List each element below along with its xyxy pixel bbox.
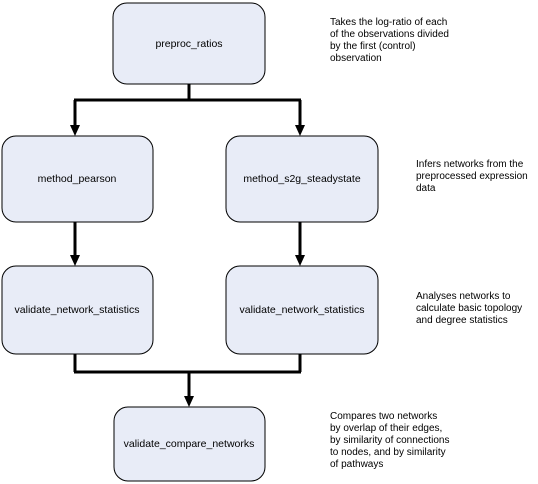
node-validate-network-statistics-left: validate_network_statistics [1,265,154,355]
note-methods: Infers networks from the preprocessed ex… [416,159,528,195]
note-line: calculate basic topology [416,303,523,314]
note-validate: Analyses networks to calculate basic top… [416,291,522,327]
note-line: of pathways [330,459,384,470]
connectors [70,84,305,407]
arrow-to-compare [184,396,194,407]
arrow-to-validate-right [295,255,305,266]
note-line: preprocessed expression [416,171,528,182]
arrow-to-validate-left [70,255,80,266]
note-line: Compares two networks [330,411,438,422]
node-validate-compare-networks: validate_compare_networks [113,406,266,482]
node-validate-network-statistics-right: validate_network_statistics [225,265,379,355]
note-line: Analyses networks to [416,291,511,302]
arrow-to-pearson [70,125,80,136]
node-label: method_pearson [38,173,117,185]
note-line: to nodes, and by similarity [330,447,446,458]
note-line: of the observations divided [330,29,449,40]
note-line: by overlap of their edges, [330,423,443,434]
node-label: validate_compare_networks [124,438,255,450]
note-preproc: Takes the log-ratio of each of the obser… [330,17,449,65]
node-preproc-ratios: preproc_ratios [112,2,266,85]
node-label: validate_network_statistics [240,304,365,316]
note-line: and degree statistics [416,315,508,326]
note-line: by similarity of connections [330,435,450,446]
node-label: method_s2g_steadystate [243,173,360,185]
node-method-s2g-steadystate: method_s2g_steadystate [225,135,379,223]
note-line: data [416,183,436,194]
note-compare: Compares two networks by overlap of thei… [330,411,450,471]
note-line: Takes the log-ratio of each [330,17,448,28]
node-label: preproc_ratios [155,38,222,50]
node-method-pearson: method_pearson [1,135,154,223]
arrow-to-s2g [295,125,305,136]
node-label: validate_network_statistics [15,304,140,316]
note-line: by the first (control) [330,41,416,52]
note-line: Infers networks from the [416,159,524,170]
note-line: observation [330,53,382,64]
